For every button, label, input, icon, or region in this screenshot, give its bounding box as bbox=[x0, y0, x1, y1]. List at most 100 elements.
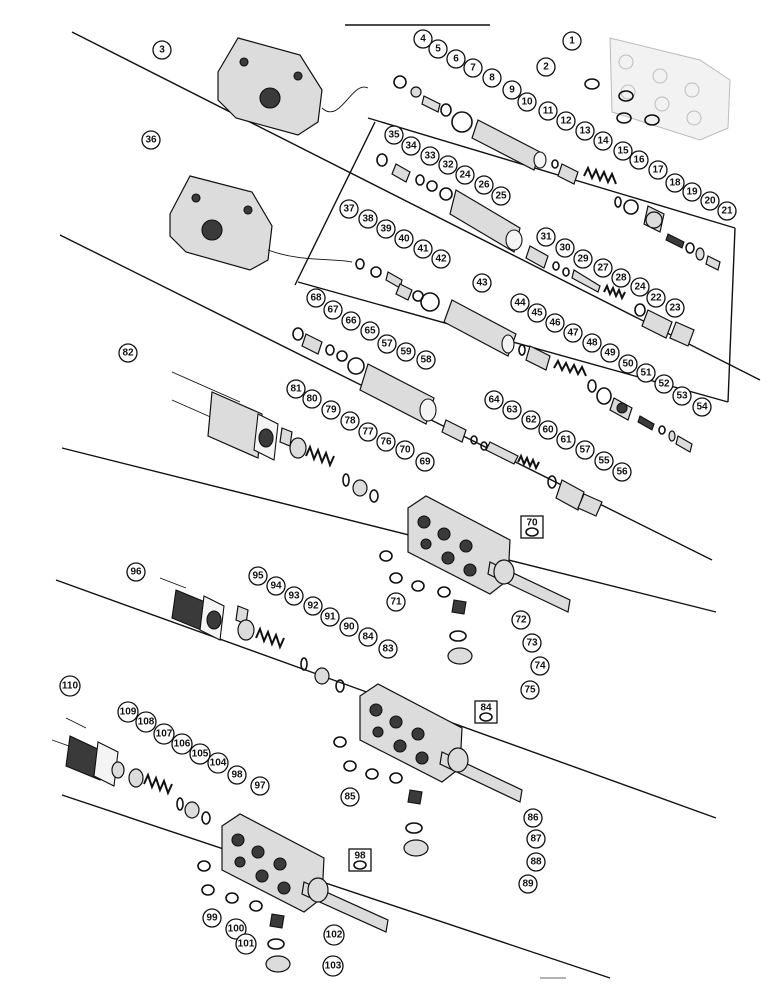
callout-78: 78 bbox=[340, 411, 360, 431]
callout-marker bbox=[322, 955, 344, 977]
callout-marker bbox=[575, 121, 595, 141]
callout-24: 24 bbox=[455, 165, 475, 185]
callout-marker bbox=[646, 288, 666, 308]
callout-97: 97 bbox=[250, 776, 270, 796]
callout-number: 47 bbox=[567, 328, 579, 339]
callout-number: 93 bbox=[288, 591, 300, 602]
callout-marker bbox=[358, 627, 378, 647]
callout-77: 77 bbox=[358, 422, 378, 442]
callout-marker bbox=[202, 908, 222, 928]
callout-marker bbox=[612, 462, 632, 482]
callout-69: 69 bbox=[415, 452, 435, 472]
callout-number: 100 bbox=[228, 924, 245, 935]
callout-54: 54 bbox=[692, 397, 712, 417]
callout-number: 102 bbox=[326, 930, 343, 941]
callout-marker bbox=[420, 146, 440, 166]
callout-number: 26 bbox=[478, 180, 490, 191]
callout-23: 23 bbox=[665, 298, 685, 318]
callout-80: 80 bbox=[302, 389, 322, 409]
callout-marker bbox=[321, 400, 341, 420]
callout-marker bbox=[358, 209, 378, 229]
callout-number: 69 bbox=[419, 457, 431, 468]
callout-marker bbox=[303, 596, 323, 616]
callout-marker bbox=[636, 363, 656, 383]
callout-number: 89 bbox=[522, 879, 534, 890]
callout-marker bbox=[575, 440, 595, 460]
callout-marker bbox=[225, 918, 247, 940]
callout-16: 16 bbox=[629, 150, 649, 170]
callout-marker bbox=[339, 199, 359, 219]
callout-marker bbox=[484, 390, 504, 410]
callout-marker bbox=[502, 80, 522, 100]
callout-marker bbox=[302, 389, 322, 409]
callout-87: 87 bbox=[526, 829, 546, 849]
callout-number: 57 bbox=[381, 339, 393, 350]
callout-number: 55 bbox=[598, 456, 610, 467]
callout-marker bbox=[629, 150, 649, 170]
callout-38: 38 bbox=[358, 209, 378, 229]
callout-104: 104 bbox=[207, 752, 229, 774]
callout-number: 18 bbox=[669, 178, 681, 189]
callout-number: 97 bbox=[254, 781, 266, 792]
boxed-o-ring bbox=[525, 527, 539, 537]
callout-marker bbox=[341, 311, 361, 331]
callout-marker bbox=[530, 656, 550, 676]
callout-number: 65 bbox=[364, 326, 376, 337]
callout-marker bbox=[413, 29, 433, 49]
callout-marker bbox=[431, 249, 451, 269]
callout-71: 71 bbox=[386, 592, 406, 612]
callout-marker bbox=[682, 182, 702, 202]
callout-marker bbox=[286, 379, 306, 399]
valve-body-main-faint bbox=[609, 37, 731, 141]
callout-53: 53 bbox=[672, 386, 692, 406]
callout-marker bbox=[672, 386, 692, 406]
callout-106: 106 bbox=[171, 733, 193, 755]
callout-marker bbox=[536, 57, 556, 77]
callout-marker bbox=[358, 422, 378, 442]
callout-number: 23 bbox=[669, 303, 681, 314]
callout-number: 8 bbox=[489, 73, 495, 84]
callout-number: 46 bbox=[549, 318, 561, 329]
callout-marker bbox=[59, 675, 81, 697]
callout-number: 56 bbox=[616, 467, 628, 478]
second-spool-assembly bbox=[376, 153, 695, 347]
callout-marker bbox=[611, 268, 631, 288]
callout-marker bbox=[117, 701, 139, 723]
callout-49: 49 bbox=[600, 343, 620, 363]
callout-46: 46 bbox=[545, 313, 565, 333]
callout-marker bbox=[118, 343, 138, 363]
callout-number: 1 bbox=[569, 36, 575, 47]
callout-marker bbox=[522, 633, 542, 653]
fourth-spool-assembly bbox=[292, 327, 603, 517]
callout-number: 91 bbox=[324, 612, 336, 623]
callout-number: 105 bbox=[192, 749, 209, 760]
callout-marker bbox=[593, 131, 613, 151]
callout-marker bbox=[717, 201, 737, 221]
callout-105: 105 bbox=[189, 743, 211, 765]
callout-66: 66 bbox=[341, 311, 361, 331]
callout-number: 10 bbox=[521, 97, 533, 108]
callout-marker bbox=[648, 160, 668, 180]
callout-marker bbox=[573, 249, 593, 269]
callout-6: 6 bbox=[446, 49, 466, 69]
callout-93: 93 bbox=[284, 586, 304, 606]
callout-marker bbox=[415, 452, 435, 472]
callout-103: 103 bbox=[322, 955, 344, 977]
callout-marker bbox=[446, 49, 466, 69]
callout-number: 80 bbox=[306, 394, 318, 405]
callout-39: 39 bbox=[376, 219, 396, 239]
callout-number: 59 bbox=[400, 347, 412, 358]
callout-number: 19 bbox=[686, 187, 698, 198]
callout-72: 72 bbox=[511, 610, 531, 630]
callout-marker bbox=[455, 165, 475, 185]
callout-marker bbox=[394, 229, 414, 249]
callout-62: 62 bbox=[521, 410, 541, 430]
callout-number: 98 bbox=[354, 851, 366, 862]
callout-marker bbox=[284, 586, 304, 606]
callout-13: 13 bbox=[575, 121, 595, 141]
callout-22: 22 bbox=[646, 288, 666, 308]
callout-63: 63 bbox=[502, 400, 522, 420]
callout-marker bbox=[376, 219, 396, 239]
callout-92: 92 bbox=[303, 596, 323, 616]
